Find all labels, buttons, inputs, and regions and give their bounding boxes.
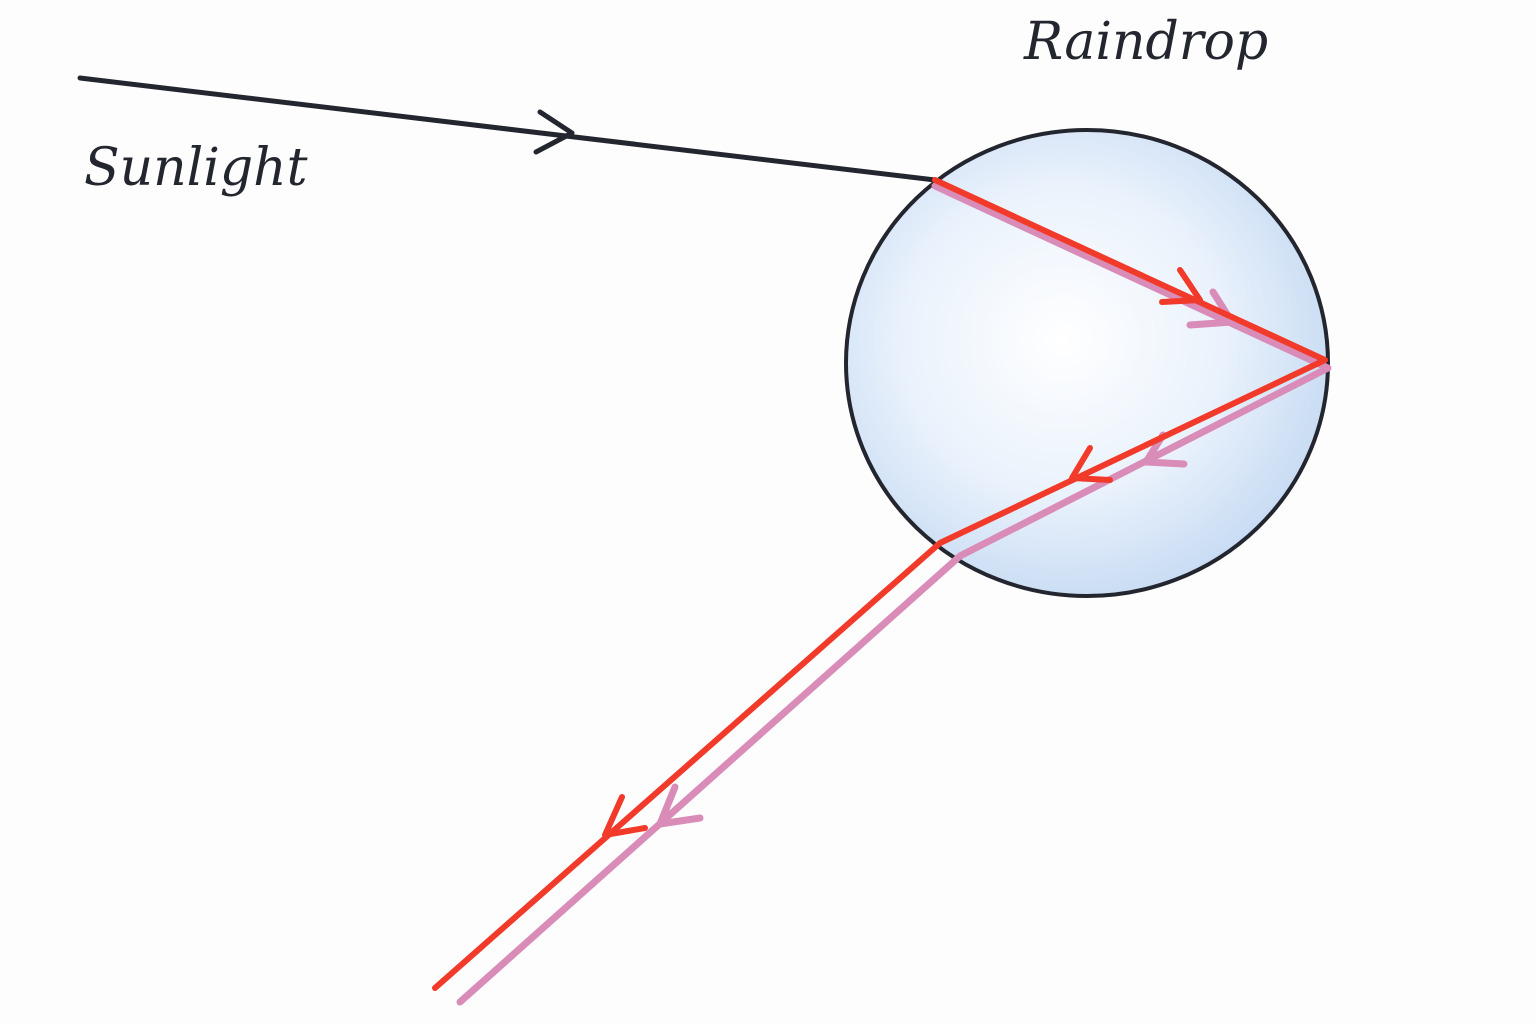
red-arrowhead-icon-2 [1069, 445, 1113, 483]
red-ray [432, 177, 1328, 991]
red-arrowhead-icon-3 [602, 794, 648, 838]
sunlight-arrowhead-icon [533, 109, 575, 155]
sunlight-label: Sunlight [84, 138, 308, 198]
violet-ray [456, 182, 1332, 1006]
raindrop-label: Raindrop [1024, 12, 1269, 72]
violet-arrowhead-icon-3 [656, 783, 704, 828]
raindrop-circle [844, 128, 1330, 598]
violet-arrowhead-icon-2 [1142, 431, 1188, 468]
red-arrowhead-icon-1 [1159, 267, 1203, 305]
violet-arrowhead-icon-1 [1186, 288, 1236, 329]
sunlight-ray [77, 75, 938, 183]
